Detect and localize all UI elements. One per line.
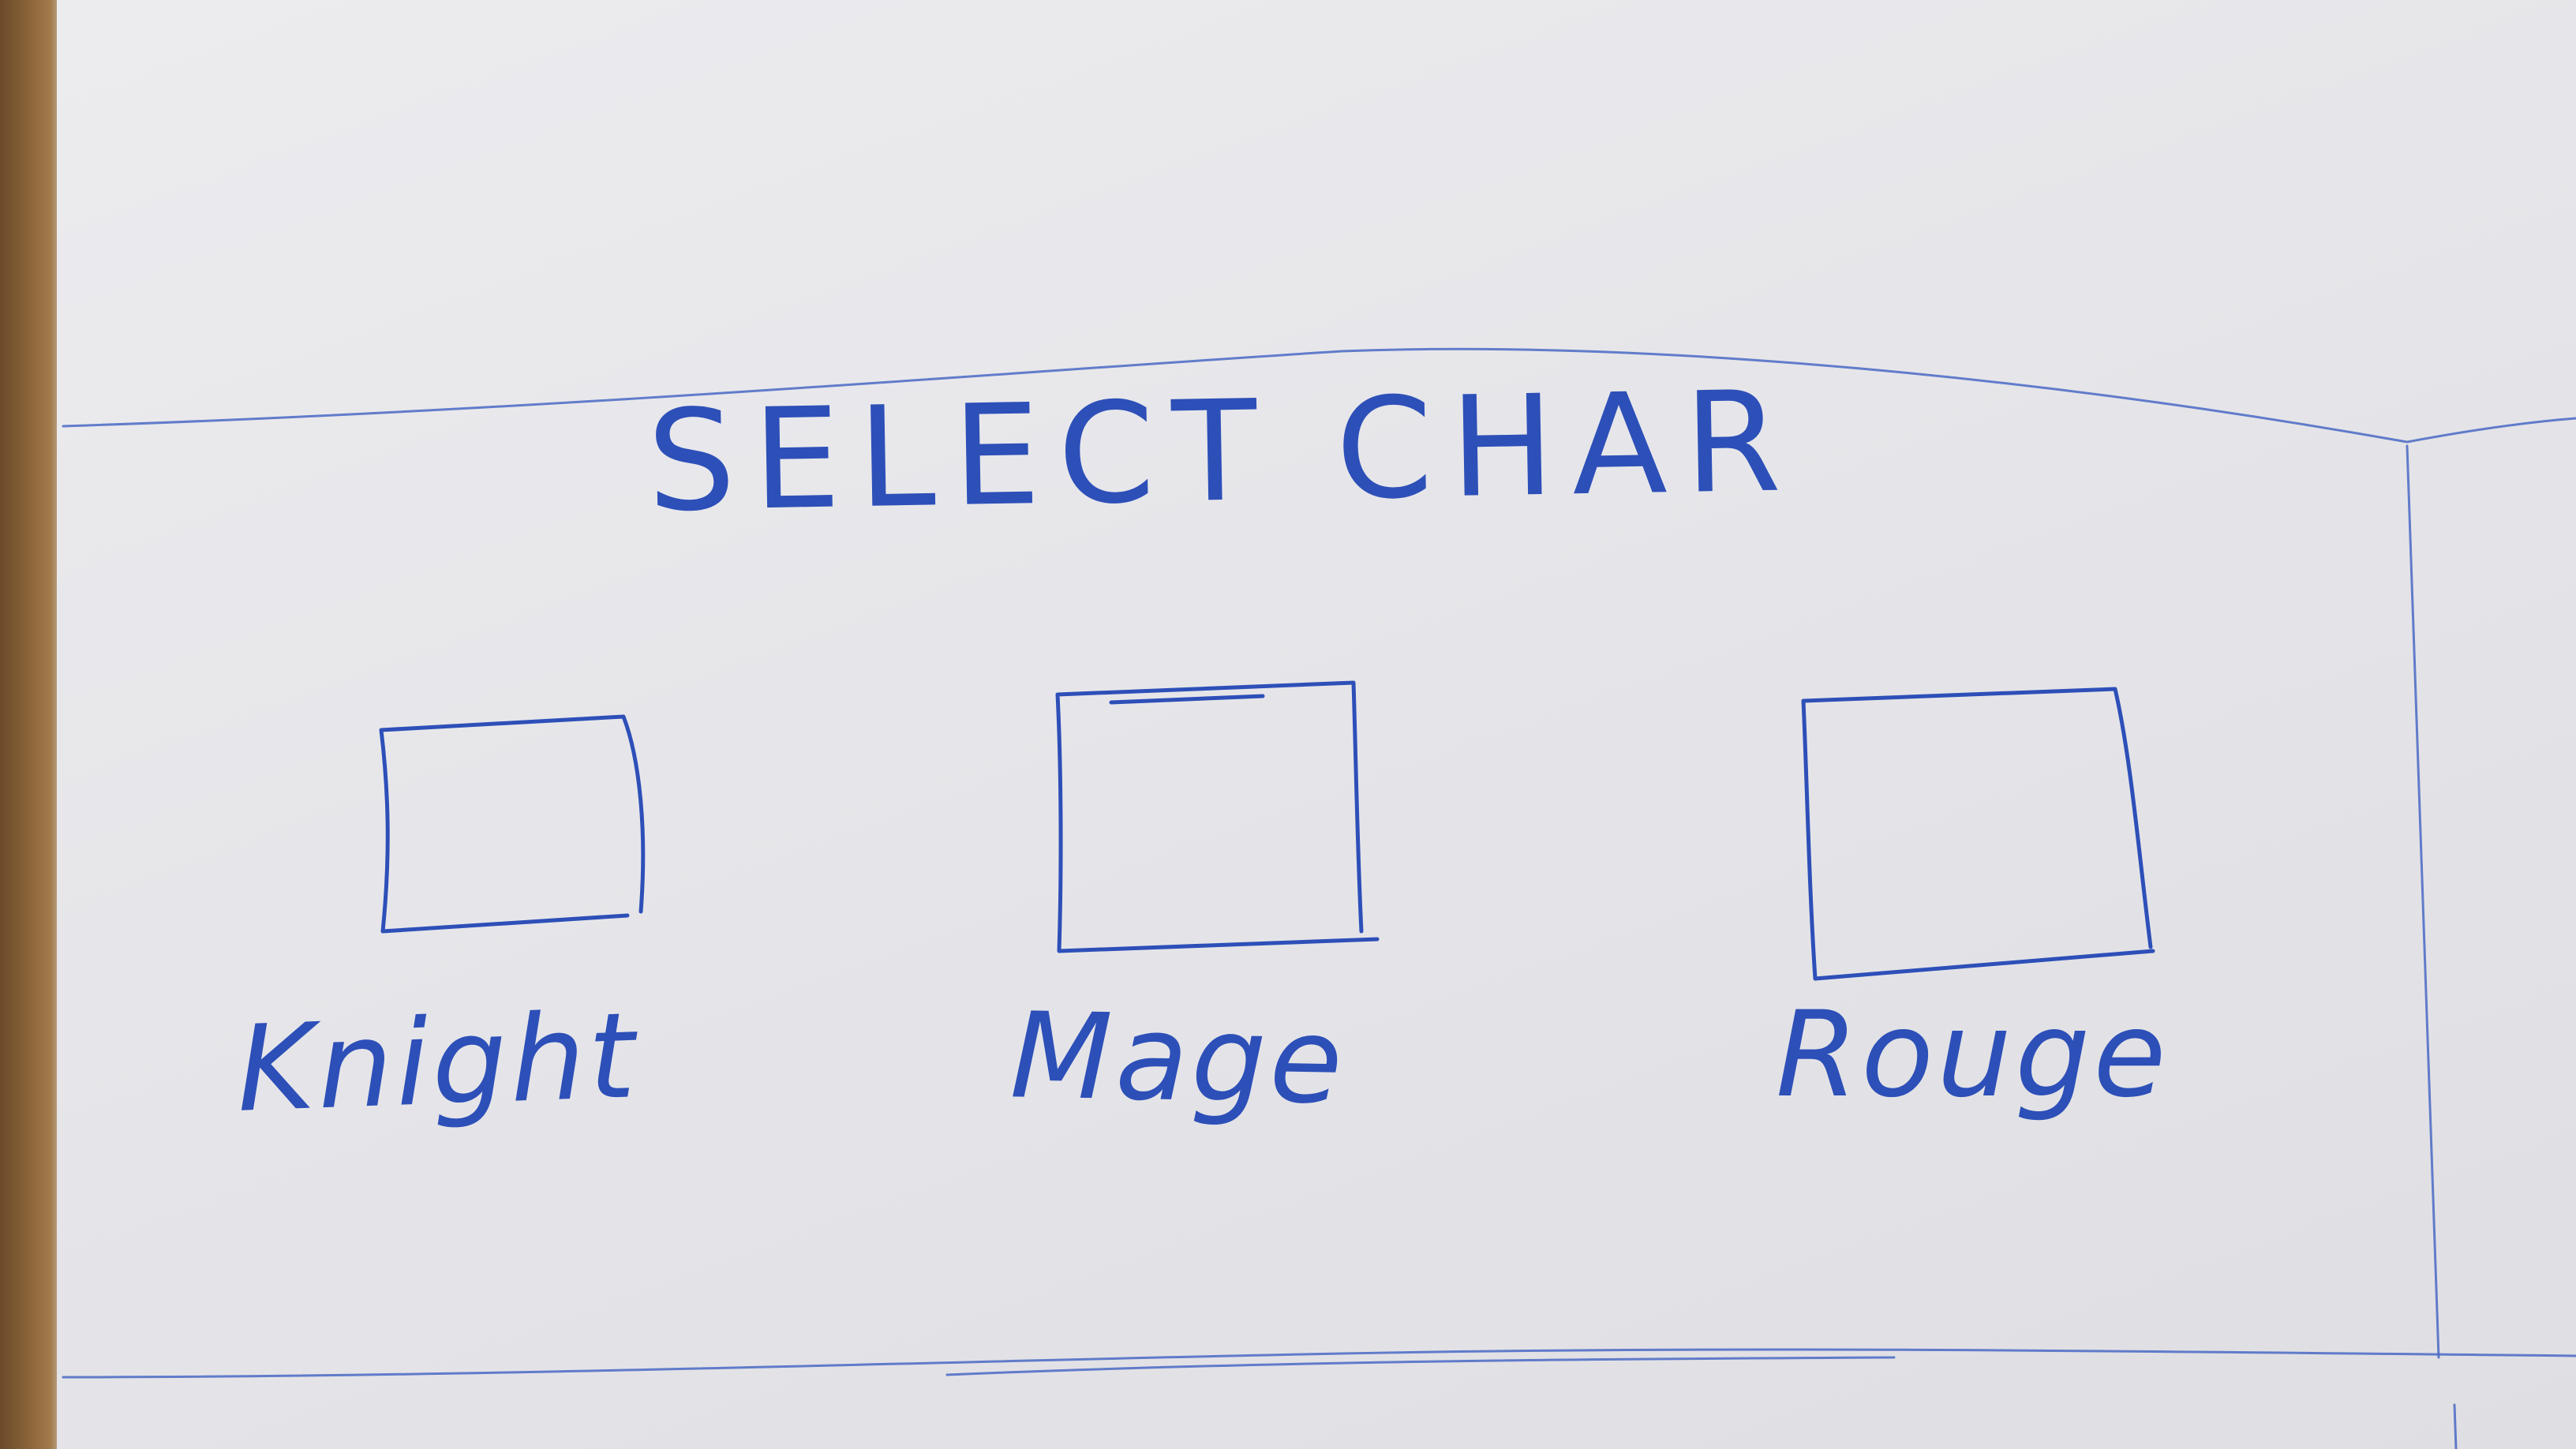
mage-select-slot[interactable]: [1046, 679, 1361, 959]
screen-bottom-border: [62, 1348, 2576, 1379]
screen-right-border: [2406, 444, 2440, 1359]
rouge-portrait-box: [1801, 687, 2155, 981]
screen-top-border: [62, 347, 2576, 444]
mage-label: Mage: [1009, 987, 1347, 1131]
select-char-title: SELECT CHAR: [646, 361, 1800, 543]
mage-portrait-box: [1055, 680, 1380, 953]
rouge-select-slot[interactable]: [1792, 687, 2155, 979]
knight-label: Knight: [234, 987, 641, 1139]
knight-portrait-box: [379, 714, 646, 934]
margin-tick: [2453, 1403, 2458, 1449]
rouge-label: Rouge: [1776, 987, 2170, 1124]
screen-bottom-border-second: [945, 1356, 1896, 1376]
desk-edge: [0, 0, 63, 1449]
knight-select-slot[interactable]: [371, 714, 651, 939]
